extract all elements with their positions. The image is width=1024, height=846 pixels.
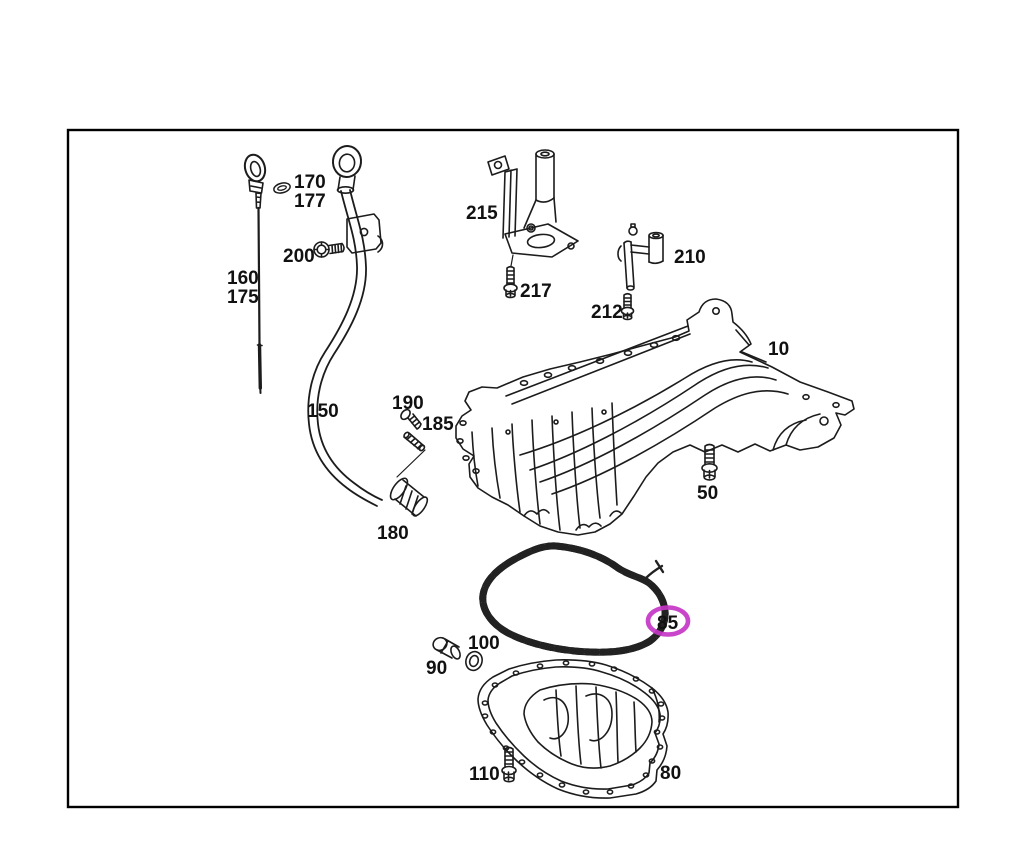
part-212-screw-drawing bbox=[620, 292, 635, 321]
part-10-upper-oil-pan-drawing bbox=[455, 298, 855, 536]
part-100-seal-ring-drawing bbox=[465, 650, 483, 672]
part-90-drain-plug-drawing bbox=[432, 636, 461, 660]
callout-210[interactable]: 210 bbox=[674, 247, 706, 268]
part-170-seal-ring-drawing bbox=[273, 182, 291, 194]
callout-215[interactable]: 215 bbox=[466, 203, 498, 224]
part-190-bolt-drawing bbox=[400, 408, 422, 430]
callout-110[interactable]: 110 bbox=[469, 764, 500, 785]
callout-175[interactable]: 175 bbox=[227, 287, 259, 308]
part-200-bolt-drawing bbox=[313, 241, 345, 258]
part-85-gasket-drawing bbox=[479, 542, 669, 656]
part-215-bracket-drawing bbox=[487, 149, 579, 267]
callout-185[interactable]: 185 bbox=[422, 414, 454, 435]
part-180-tube-end-fitting-drawing bbox=[389, 477, 429, 517]
callout-10[interactable]: 10 bbox=[768, 339, 789, 360]
callout-180[interactable]: 180 bbox=[377, 523, 409, 544]
callout-labels: 170 177 200 160 175 150 190 185 180 215 … bbox=[227, 172, 789, 785]
callout-50[interactable]: 50 bbox=[697, 483, 718, 504]
part-80-lower-oil-pan-drawing bbox=[477, 659, 669, 799]
callout-190[interactable]: 190 bbox=[392, 393, 424, 414]
callout-150[interactable]: 150 bbox=[307, 401, 339, 422]
part-150-guide-tube-drawing bbox=[307, 145, 384, 507]
callout-160[interactable]: 160 bbox=[227, 268, 259, 289]
highlight-ellipse-callout-85[interactable] bbox=[645, 605, 691, 637]
part-50-bolt-drawing bbox=[701, 443, 718, 481]
callout-90[interactable]: 90 bbox=[426, 658, 447, 679]
callout-100[interactable]: 100 bbox=[468, 633, 500, 654]
callout-217[interactable]: 217 bbox=[520, 281, 552, 302]
callout-85[interactable]: 85 bbox=[657, 613, 679, 634]
part-185-sleeve-drawing bbox=[396, 431, 426, 478]
callout-200[interactable]: 200 bbox=[283, 246, 315, 267]
callout-177[interactable]: 177 bbox=[294, 191, 326, 212]
part-110-bolt-drawing bbox=[501, 746, 517, 783]
callout-80[interactable]: 80 bbox=[660, 763, 681, 784]
callout-212[interactable]: 212 bbox=[591, 302, 623, 323]
part-217-screw-drawing bbox=[503, 265, 518, 299]
part-160-dipstick-drawing bbox=[243, 153, 267, 394]
part-210-bracket-drawing bbox=[617, 223, 664, 291]
callout-170[interactable]: 170 bbox=[294, 172, 326, 193]
